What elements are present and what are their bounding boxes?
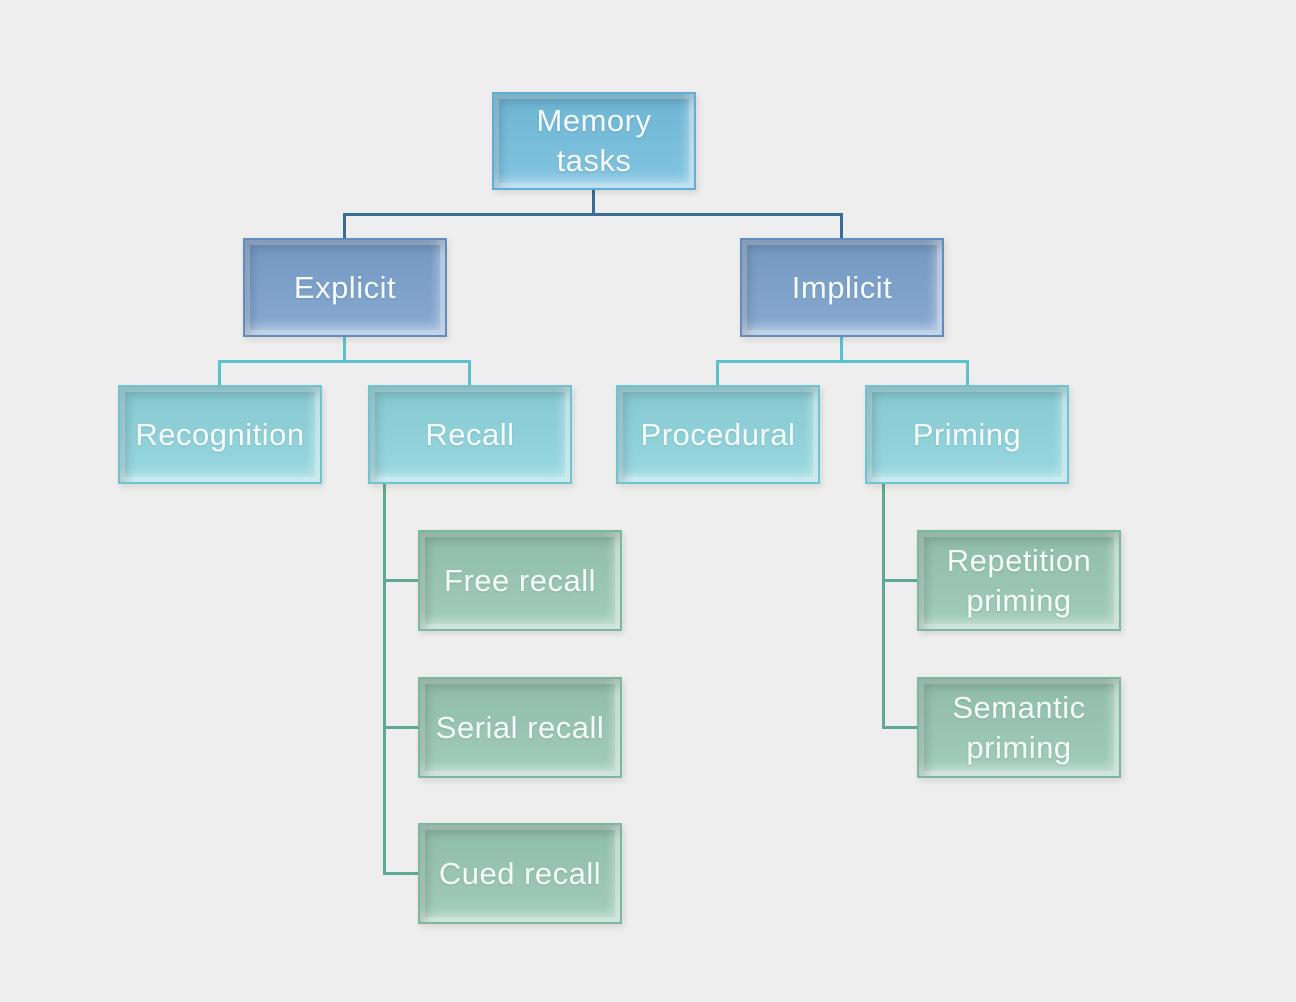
connector-implicit-stem: [840, 337, 843, 362]
connector-implicit-bar: [716, 360, 969, 363]
node-cued-recall-label: Cued recall: [438, 855, 602, 891]
connector-memory-bar: [343, 213, 843, 216]
connector-to-free-recall: [383, 579, 418, 582]
connector-to-recognition: [218, 360, 221, 386]
node-repetition-priming-label: Repetition priming: [946, 542, 1092, 618]
node-explicit: Explicit: [243, 238, 447, 337]
node-recall: Recall: [368, 385, 572, 484]
node-serial-recall: Serial recall: [418, 677, 622, 778]
connector-memory-stem: [592, 190, 595, 215]
node-semantic-priming: Semantic priming: [917, 677, 1121, 778]
node-recognition: Recognition: [118, 385, 322, 484]
connector-to-semantic-priming: [882, 726, 917, 729]
node-serial-recall-label: Serial recall: [435, 709, 605, 745]
connector-explicit-stem: [343, 337, 346, 362]
node-procedural-label: Procedural: [640, 416, 796, 452]
connector-to-implicit: [840, 213, 843, 239]
node-priming-label: Priming: [912, 416, 1022, 452]
node-priming: Priming: [865, 385, 1069, 484]
node-free-recall-label: Free recall: [444, 562, 596, 598]
connector-explicit-bar: [218, 360, 471, 363]
node-implicit-label: Implicit: [791, 269, 893, 305]
node-explicit-label: Explicit: [293, 269, 397, 305]
node-repetition-priming: Repetition priming: [917, 530, 1121, 631]
node-recall-label: Recall: [425, 416, 515, 452]
node-procedural: Procedural: [616, 385, 820, 484]
node-memory-tasks: Memory tasks: [492, 92, 696, 190]
node-semantic-priming-label: Semantic priming: [952, 689, 1086, 765]
node-implicit: Implicit: [740, 238, 944, 337]
node-free-recall: Free recall: [418, 530, 622, 631]
connector-to-procedural: [716, 360, 719, 386]
connector-priming-stem: [882, 484, 885, 729]
connector-to-serial-recall: [383, 726, 418, 729]
connector-to-repetition-priming: [882, 579, 917, 582]
node-recognition-label: Recognition: [135, 416, 305, 452]
connector-to-recall: [468, 360, 471, 386]
connector-to-cued-recall: [383, 872, 418, 875]
connector-recall-stem: [383, 484, 386, 875]
connector-to-priming: [966, 360, 969, 386]
connector-to-explicit: [343, 213, 346, 239]
node-cued-recall: Cued recall: [418, 823, 622, 924]
node-memory-tasks-label: Memory tasks: [536, 103, 652, 178]
